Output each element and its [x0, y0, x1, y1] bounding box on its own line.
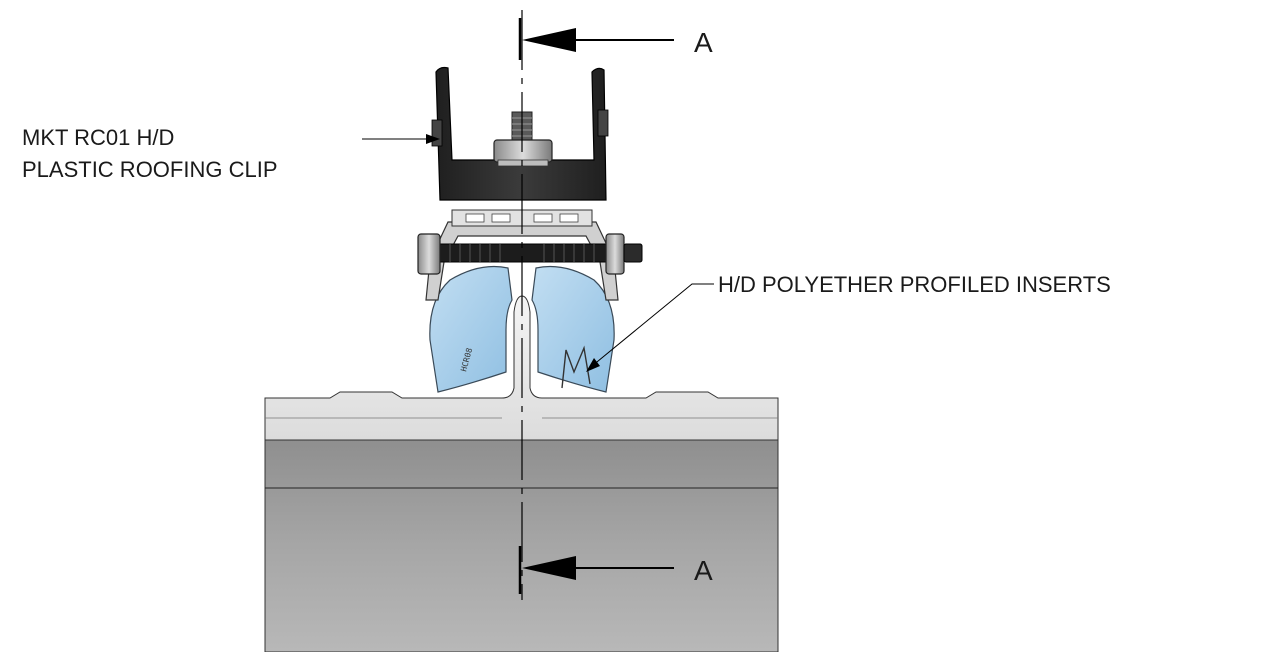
base-slot — [465, 213, 485, 223]
insert-left — [429, 265, 513, 393]
clip-washer — [497, 159, 549, 167]
callout-inserts-leader — [591, 283, 714, 367]
section-label-top: A — [694, 27, 713, 58]
callout-clip-arrowhead — [426, 134, 440, 144]
clip-u-bracket — [435, 66, 607, 201]
bolt-nut-right — [605, 233, 625, 275]
section-line-a-a: A A — [518, 10, 713, 600]
section-label-bottom: A — [694, 555, 713, 586]
clamping-bolt — [417, 233, 643, 275]
bolt-thread-ridges — [449, 244, 595, 262]
bolt-tip-right — [623, 243, 643, 263]
callout-inserts-label: H/D POLYETHER PROFILED INSERTS — [718, 272, 1111, 297]
insert-right — [531, 265, 615, 393]
section-arrow-top — [522, 28, 674, 52]
clip-nut — [493, 139, 553, 163]
section-arrow-bottom — [522, 556, 674, 580]
base-slot — [491, 213, 511, 223]
callout-inserts-arrowhead — [586, 358, 600, 372]
clip-side-tab-left — [431, 119, 443, 147]
insert-m-logo — [561, 345, 591, 389]
base-slot — [559, 213, 579, 223]
plastic-roofing-clip — [431, 66, 609, 201]
callout-polyether-inserts: H/D POLYETHER PROFILED INSERTS — [586, 272, 1111, 372]
bolt-head-left — [417, 233, 441, 275]
clip-side-tab-right — [597, 109, 609, 137]
callout-clip-label-line1: MKT RC01 H/D — [22, 125, 174, 150]
callout-roofing-clip: MKT RC01 H/D PLASTIC ROOFING CLIP — [22, 125, 440, 182]
bolt-thread — [439, 243, 607, 263]
base-slot — [533, 213, 553, 223]
callout-clip-label-line2: PLASTIC ROOFING CLIP — [22, 157, 278, 182]
